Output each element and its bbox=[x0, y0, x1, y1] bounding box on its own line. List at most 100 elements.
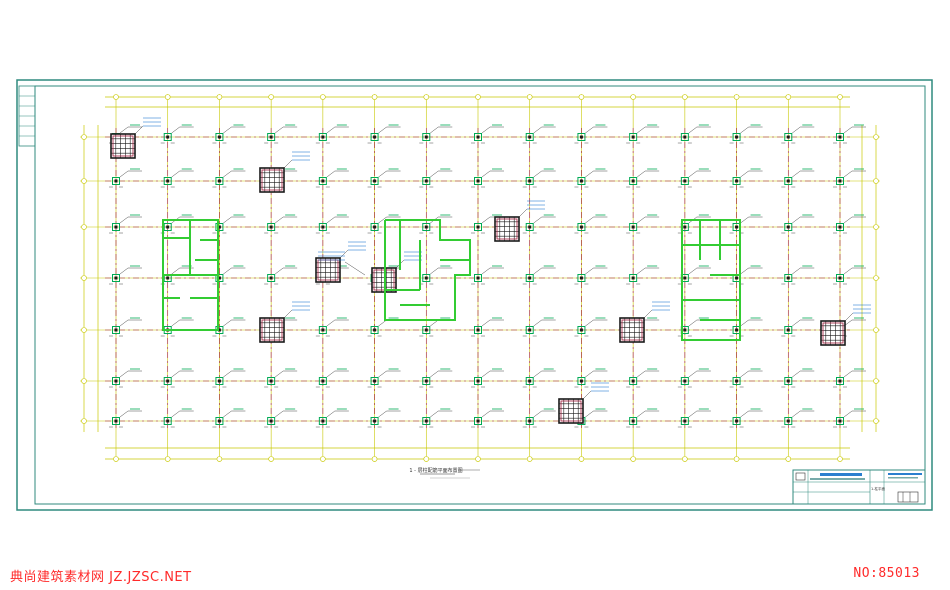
column-core bbox=[114, 328, 118, 332]
column-core bbox=[269, 276, 273, 280]
axis-bubble-right bbox=[873, 327, 879, 333]
column-leader bbox=[326, 216, 335, 224]
column-core bbox=[631, 179, 635, 183]
column-leader bbox=[119, 267, 129, 275]
column-leader bbox=[171, 370, 180, 378]
note-leader bbox=[344, 261, 366, 276]
column-leader bbox=[326, 410, 335, 418]
axis-bubble-bottom bbox=[578, 456, 585, 462]
core-wall bbox=[385, 220, 470, 306]
stirrup bbox=[261, 319, 283, 341]
column bbox=[370, 377, 379, 385]
detail-leader bbox=[134, 125, 144, 135]
column-core bbox=[735, 225, 739, 229]
column-leader bbox=[378, 170, 387, 178]
column bbox=[732, 133, 741, 141]
axis-bubble-left bbox=[81, 327, 87, 333]
column bbox=[629, 223, 638, 231]
column-core bbox=[217, 276, 221, 280]
column-leader bbox=[740, 267, 749, 275]
column-leader bbox=[223, 216, 232, 224]
column-core bbox=[373, 135, 377, 139]
column-leader bbox=[326, 126, 335, 134]
axis-bubble-right bbox=[873, 224, 879, 230]
column bbox=[732, 377, 741, 385]
column-leader bbox=[585, 216, 594, 224]
axis-bubble-right bbox=[873, 178, 879, 184]
detail-leader bbox=[643, 309, 653, 319]
column-core bbox=[166, 419, 170, 423]
column-core bbox=[786, 179, 790, 183]
axis-bubble-top bbox=[785, 94, 792, 100]
column-section-detail bbox=[259, 317, 285, 343]
column-core bbox=[321, 379, 325, 383]
column-leader bbox=[688, 267, 697, 275]
column bbox=[577, 133, 586, 141]
column-core bbox=[838, 379, 842, 383]
column-core bbox=[683, 135, 687, 139]
column bbox=[215, 133, 224, 141]
axis-bubble-bottom bbox=[733, 456, 740, 462]
column bbox=[525, 133, 534, 141]
stirrup bbox=[261, 169, 283, 191]
watermark-site: 典尚建筑素材网 JZ.JZSC.NET bbox=[10, 570, 192, 585]
column-leader bbox=[792, 267, 801, 275]
column bbox=[267, 133, 276, 141]
column-core bbox=[476, 179, 480, 183]
axis-bubble-bottom bbox=[423, 456, 430, 462]
column-leader bbox=[481, 410, 491, 418]
column bbox=[163, 417, 172, 425]
axis-bubble-right bbox=[873, 275, 879, 281]
column-core bbox=[476, 225, 480, 229]
column-core bbox=[476, 135, 480, 139]
column-core bbox=[424, 225, 428, 229]
column-leader bbox=[843, 126, 853, 134]
column-leader bbox=[533, 319, 542, 327]
column-leader bbox=[637, 126, 646, 134]
column-core bbox=[373, 179, 377, 183]
column bbox=[422, 177, 431, 185]
column bbox=[577, 377, 586, 385]
column bbox=[680, 417, 689, 425]
column-leader bbox=[119, 216, 129, 224]
column bbox=[370, 417, 379, 425]
column bbox=[215, 177, 224, 185]
column-leader bbox=[585, 319, 594, 327]
column-leader bbox=[740, 170, 749, 178]
column-core bbox=[786, 328, 790, 332]
column-core bbox=[114, 179, 118, 183]
column bbox=[422, 133, 431, 141]
axis-bubble-top bbox=[216, 94, 223, 100]
column-core bbox=[424, 379, 428, 383]
column-leader bbox=[533, 126, 542, 134]
column bbox=[784, 417, 793, 425]
column-leader bbox=[585, 267, 594, 275]
column-leader bbox=[223, 319, 232, 327]
column bbox=[836, 417, 844, 425]
column bbox=[525, 274, 534, 282]
column-section-detail bbox=[619, 317, 645, 343]
column bbox=[474, 133, 482, 141]
column bbox=[525, 326, 534, 334]
column bbox=[577, 274, 586, 282]
column-core bbox=[166, 276, 170, 280]
column-core bbox=[476, 419, 480, 423]
column-leader bbox=[223, 267, 232, 275]
stirrup bbox=[560, 400, 582, 422]
column-core bbox=[786, 419, 790, 423]
core-wall bbox=[162, 219, 219, 331]
column bbox=[525, 177, 534, 185]
column-core bbox=[217, 135, 221, 139]
column-leader bbox=[326, 370, 335, 378]
column-leader bbox=[430, 126, 439, 134]
column-core bbox=[683, 179, 687, 183]
column-leader bbox=[637, 170, 646, 178]
axis-bubble-top bbox=[268, 94, 274, 100]
column-core bbox=[579, 135, 583, 139]
axis-bubble-top bbox=[837, 94, 843, 100]
column-core bbox=[269, 135, 273, 139]
column-core bbox=[735, 328, 739, 332]
column-core bbox=[321, 225, 325, 229]
detail-leader bbox=[518, 208, 528, 218]
